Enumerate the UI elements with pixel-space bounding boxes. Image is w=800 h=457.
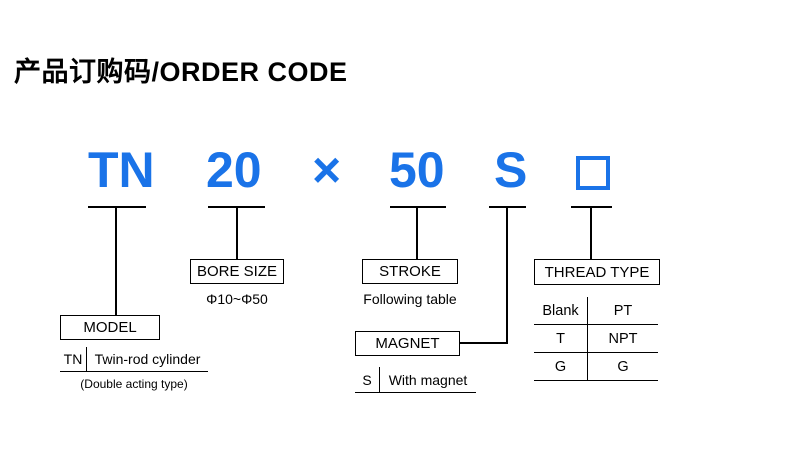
- thread-desc-cell: G: [617, 358, 629, 375]
- stroke-box: STROKE: [362, 259, 458, 284]
- stroke-label: STROKE: [379, 263, 441, 280]
- bore-size-label: BORE SIZE: [196, 263, 278, 280]
- code-segment-bore: 20: [206, 142, 262, 198]
- thread-type-box: THREAD TYPE: [534, 259, 660, 285]
- thread-desc-cell: NPT: [608, 330, 638, 347]
- table-row: S With magnet: [355, 367, 476, 393]
- magnet-desc-cell: With magnet: [388, 371, 468, 388]
- thread-placeholder-square: [576, 156, 610, 190]
- magnet-table: S With magnet: [355, 367, 476, 393]
- connector-stroke: [416, 206, 418, 260]
- code-segment-stroke: 50: [389, 142, 445, 198]
- thread-type-label: THREAD TYPE: [544, 263, 650, 281]
- thread-code-cell: G: [534, 353, 588, 380]
- model-note: (Double acting type): [80, 377, 188, 391]
- model-code-cell: TN: [60, 347, 87, 371]
- thread-code-cell: T: [534, 325, 588, 352]
- thread-type-table: Blank PT T NPT G G: [534, 297, 658, 381]
- connector-model: [115, 206, 117, 316]
- underline-stroke: [390, 206, 446, 208]
- model-desc-cell: Twin-rod cylinder: [94, 351, 201, 367]
- code-segment-magnet: S: [494, 142, 528, 198]
- bore-size-value: Φ10~Φ50: [206, 291, 268, 307]
- thread-desc-cell: PT: [613, 302, 633, 319]
- model-box: MODEL: [60, 315, 160, 340]
- thread-code-cell: Blank: [534, 297, 588, 324]
- magnet-code-cell: S: [355, 367, 380, 392]
- model-table: TN Twin-rod cylinder: [60, 347, 208, 372]
- bore-size-box: BORE SIZE: [190, 259, 284, 284]
- stroke-value: Following table: [363, 291, 457, 307]
- magnet-box: MAGNET: [355, 331, 460, 356]
- connector-bore: [236, 206, 238, 260]
- table-row: TN Twin-rod cylinder: [60, 347, 208, 372]
- underline-model: [88, 206, 146, 208]
- table-row: T NPT: [534, 325, 658, 353]
- magnet-label: MAGNET: [375, 335, 440, 352]
- code-segment-multiply: ×: [312, 142, 342, 198]
- table-row: G G: [534, 353, 658, 381]
- model-label: MODEL: [83, 319, 137, 336]
- connector-magnet-horizontal: [460, 342, 508, 344]
- code-segment-model: TN: [88, 142, 155, 198]
- connector-thread: [590, 206, 592, 260]
- table-row: Blank PT: [534, 297, 658, 325]
- connector-magnet-vertical: [506, 206, 508, 344]
- page-title: 产品订购码/ORDER CODE: [14, 57, 348, 87]
